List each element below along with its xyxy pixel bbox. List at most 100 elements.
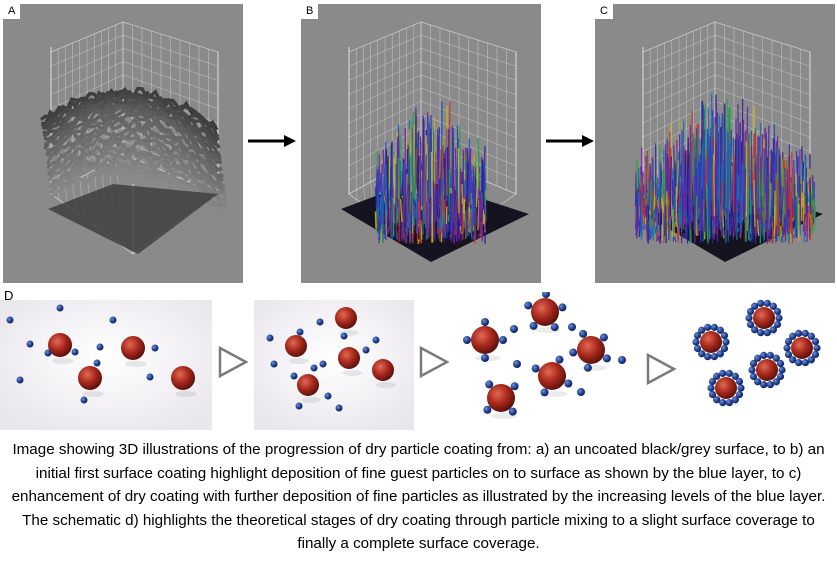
- guest-particle: [772, 378, 780, 386]
- guest-particle: [618, 356, 626, 364]
- surface-spike: [678, 134, 681, 202]
- surface-spike: [378, 229, 381, 241]
- surface-spike: [754, 162, 757, 237]
- surface-spike: [678, 197, 681, 203]
- surface-spike: [687, 181, 691, 214]
- surface-spike: [686, 137, 689, 191]
- host-particle: [538, 362, 566, 390]
- surface-spike: [462, 197, 465, 221]
- guest-particle: [731, 372, 739, 380]
- grid-line: [714, 100, 811, 138]
- guest-particle: [463, 336, 471, 344]
- guest-particle: [789, 356, 797, 364]
- guest-particle: [713, 396, 721, 404]
- surface-spike: [682, 121, 685, 190]
- surface-spike: [639, 190, 642, 233]
- panel-label-c: C: [595, 4, 613, 19]
- surface-ridge: [49, 157, 227, 209]
- surface-spike: [781, 186, 784, 209]
- surface-spike: [660, 204, 663, 214]
- surface-spike: [804, 159, 807, 196]
- guest-particle: [720, 344, 729, 353]
- surface-spike: [403, 229, 406, 237]
- surface-spike: [378, 238, 381, 244]
- guest-particle: [745, 314, 753, 322]
- host-particle: [171, 366, 195, 390]
- surface-spike: [793, 225, 796, 232]
- surface-spike: [777, 218, 780, 226]
- surface-ridge: [46, 129, 225, 189]
- guest-particle: [319, 360, 327, 368]
- surface-spike: [389, 197, 392, 238]
- surface-spike: [665, 170, 668, 201]
- guest-particle: [784, 350, 793, 359]
- surface-spike: [713, 155, 716, 217]
- surface-spike: [729, 146, 733, 200]
- guest-particle: [524, 301, 533, 310]
- guest-particle: [335, 404, 343, 412]
- surface-spike: [811, 174, 814, 199]
- surface-spike: [677, 214, 680, 233]
- surface-spike: [404, 170, 408, 241]
- guest-particle: [550, 323, 559, 332]
- surface-spike: [467, 138, 470, 200]
- particle-shadow: [376, 382, 396, 388]
- host-particle: [48, 333, 72, 357]
- surface-spike: [684, 175, 687, 212]
- surface-spike: [753, 180, 756, 227]
- guest-particle: [735, 377, 744, 386]
- host-particle: [531, 298, 559, 326]
- surface-spike: [417, 239, 420, 245]
- guest-particle: [751, 326, 759, 334]
- host-particle: [285, 335, 307, 357]
- surface-spike: [442, 179, 445, 190]
- guest-particle: [769, 326, 777, 334]
- guest-particle: [757, 329, 765, 337]
- surface-spike: [414, 148, 418, 195]
- host-particle: [487, 384, 515, 412]
- guest-particle: [569, 348, 578, 357]
- surface-spike: [451, 158, 454, 236]
- surface-spike: [680, 129, 683, 201]
- guest-particle: [716, 350, 724, 358]
- surface-spike: [442, 190, 445, 197]
- guest-particle: [776, 359, 785, 368]
- surface-spike: [483, 220, 487, 232]
- guest-particle: [751, 302, 759, 310]
- surface-spike: [741, 163, 744, 204]
- surface-spike: [644, 168, 648, 194]
- particle-shadow: [125, 361, 147, 367]
- surface-spike: [663, 204, 667, 236]
- triangle-arrow-icon: [419, 345, 450, 379]
- guest-particle: [749, 372, 758, 381]
- guest-particle: [372, 336, 380, 344]
- guest-particle: [725, 369, 733, 377]
- surface-spike: [773, 205, 777, 238]
- guest-particle: [735, 390, 744, 399]
- surface-spike: [720, 181, 724, 218]
- guest-particle: [555, 355, 564, 364]
- surface-spike: [685, 210, 689, 224]
- surface-spike: [466, 161, 469, 210]
- surface-spike: [782, 239, 785, 244]
- guest-particle: [807, 356, 815, 364]
- surface-spike: [670, 153, 673, 220]
- host-particle: [700, 331, 722, 353]
- guest-particle: [737, 384, 745, 392]
- guest-particle: [109, 316, 117, 324]
- particle-shadow: [82, 391, 104, 397]
- surface-spike: [670, 216, 673, 222]
- guest-particle: [722, 338, 730, 346]
- guest-particle: [710, 323, 718, 331]
- surface-spike: [697, 161, 700, 209]
- surface-spike: [651, 190, 655, 227]
- guest-particle: [599, 333, 608, 342]
- particle-shadow: [342, 370, 362, 376]
- guest-particle: [707, 384, 715, 392]
- surface-spike: [418, 198, 421, 244]
- guest-particle: [693, 344, 702, 353]
- surface-spike: [673, 236, 677, 243]
- surface-spike: [645, 193, 648, 199]
- guest-particle: [513, 360, 521, 368]
- guest-particle: [704, 323, 712, 331]
